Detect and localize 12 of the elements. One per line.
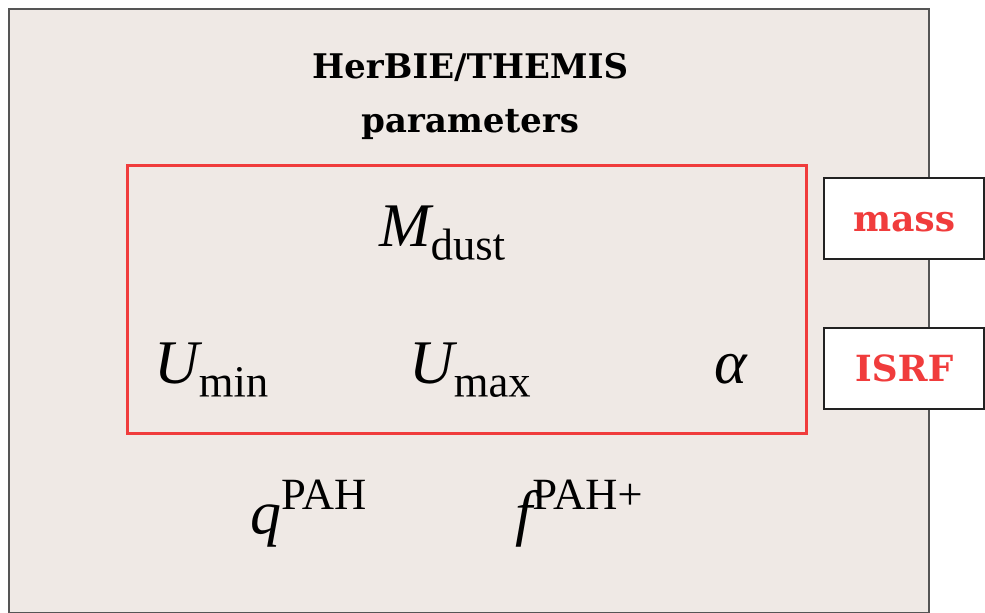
tag-box — [823, 177, 985, 260]
math-symbol: M$_{dust}$ — [379, 195, 506, 268]
title-text: HerBIE/THEMIS parameters — [310, 46, 630, 144]
math-symbol: f$^{PAH+}$ — [515, 472, 643, 545]
math-symbol: U$_{min}$ — [154, 332, 268, 404]
tag-label: ISRF — [854, 350, 954, 386]
math-symbol: q$^{PAH}$ — [250, 472, 366, 545]
math-symbol: U$_{max}$ — [409, 332, 531, 404]
tag-box — [823, 327, 985, 410]
math-symbol: α — [714, 332, 747, 394]
tag-label: mass — [852, 200, 956, 236]
highlight-frame — [126, 164, 808, 435]
